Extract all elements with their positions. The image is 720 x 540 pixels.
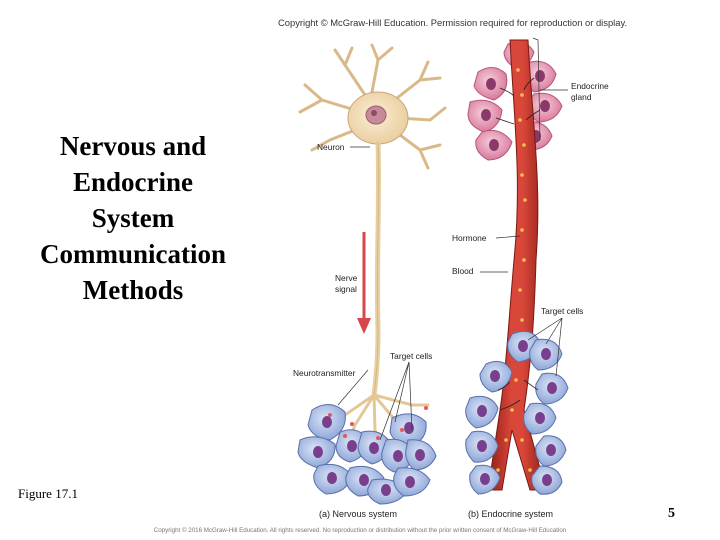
target-cells-endocrine [465,330,569,495]
label-nerve-signal-2: signal [335,284,357,294]
slide-footer: Copyright © 2016 McGraw-Hill Education. … [153,527,567,534]
target-cells-nervous [297,404,437,505]
page-number: 5 [668,506,675,521]
label-blood: Blood [452,266,474,276]
label-hormone: Hormone [452,233,487,243]
leader-lines [337,37,568,441]
label-nerve-signal-1: Nerve [335,273,358,283]
label-neuron: Neuron [317,142,345,152]
label-endocrine-gland-1: Endocrine [571,81,609,91]
label-neurotransmitter: Neurotransmitter [293,368,356,378]
caption-endocrine-system: (b) Endocrine system [468,509,553,519]
blood-vessel [487,39,547,491]
figure-copyright: Copyright © McGraw-Hill Education. Permi… [278,17,628,28]
label-target-cells-a: Target cells [390,351,432,361]
slide-title: Nervous and Endocrine System Communicati… [39,131,226,305]
figure-label: Figure 17.1 [18,486,78,501]
neuron [298,43,447,442]
nerve-signal-arrow [357,232,371,334]
caption-nervous-system: (a) Nervous system [319,509,397,519]
label-target-cells-b: Target cells [541,306,583,316]
label-endocrine-gland-2: gland [571,92,592,102]
